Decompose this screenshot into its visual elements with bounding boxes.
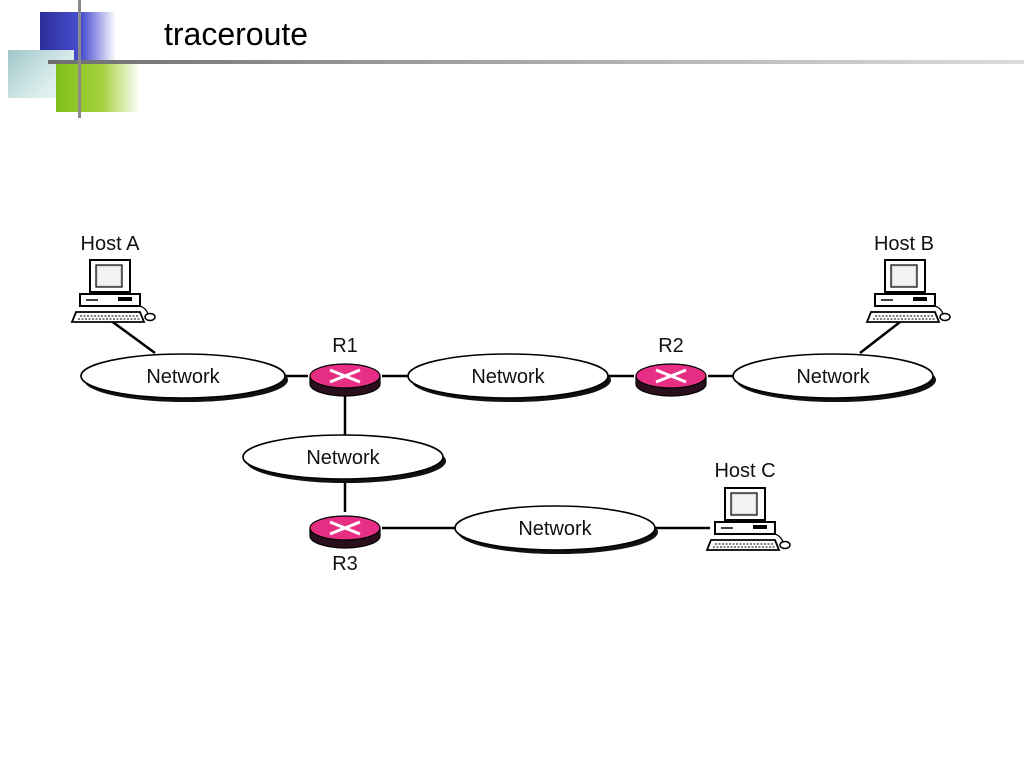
network-cloud-net2: Network — [407, 353, 611, 402]
host-label: Host A — [81, 233, 141, 255]
network-label: Network — [518, 518, 592, 540]
host-c: Host C — [706, 460, 791, 551]
router-label: R2 — [658, 335, 684, 357]
host-label: Host B — [874, 233, 934, 255]
link — [109, 318, 156, 355]
network-label: Network — [146, 366, 220, 388]
network-label: Network — [471, 366, 545, 388]
router-label: R3 — [332, 553, 358, 575]
title-underline — [48, 60, 1024, 64]
network-label: Network — [796, 366, 870, 388]
computer-icon — [866, 259, 951, 323]
computer-icon — [71, 259, 156, 323]
computer-icon — [706, 487, 791, 551]
network-label: Network — [306, 447, 380, 469]
host-a: Host A — [71, 233, 156, 323]
network-cloud-net3: Network — [732, 353, 936, 402]
router-r1: R1 — [309, 335, 381, 397]
host-b: Host B — [866, 233, 951, 323]
network-cloud-net4: Network — [242, 434, 446, 483]
network-cloud-net5: Network — [454, 505, 658, 554]
network-cloud-net1: Network — [80, 353, 288, 402]
hosts: Host A Host B Host C — [71, 233, 951, 551]
decor-green-square — [56, 62, 140, 112]
router-r3: R3 — [309, 515, 381, 575]
links — [109, 318, 901, 530]
link — [859, 321, 901, 354]
decor-vertical-line — [78, 0, 81, 118]
host-label: Host C — [714, 460, 775, 482]
router-label: R1 — [332, 335, 358, 357]
slide-title: traceroute — [164, 16, 309, 52]
router-r2: R2 — [635, 335, 707, 397]
